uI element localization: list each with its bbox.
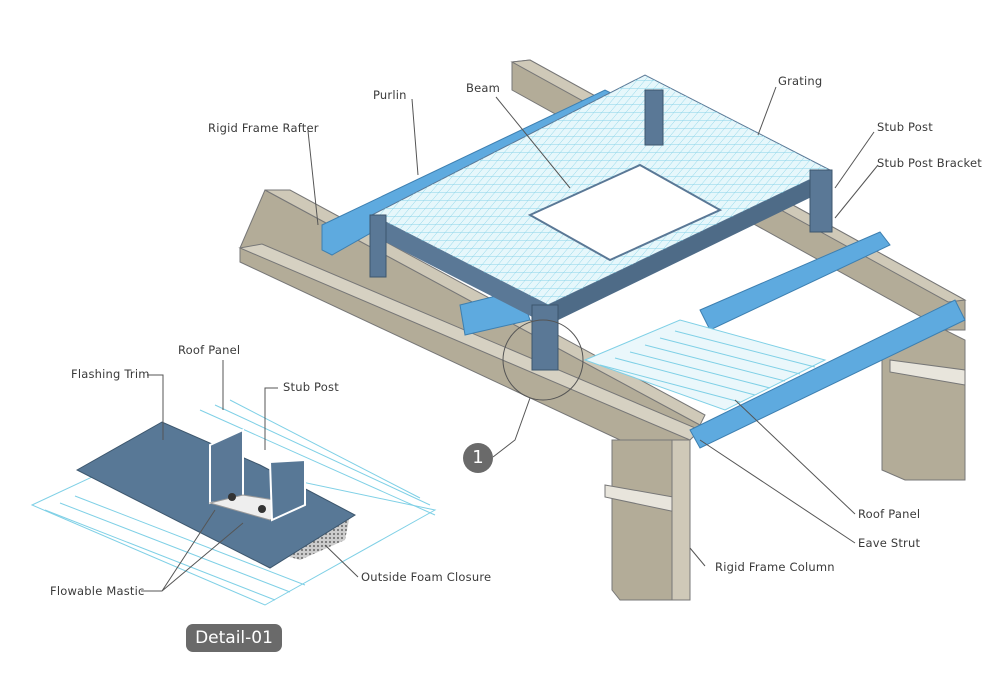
purlin-right xyxy=(699,231,891,331)
detail-stub-post xyxy=(208,428,307,522)
label-eave-strut: Eave Strut xyxy=(858,536,921,550)
label-beam: Beam xyxy=(466,81,501,95)
label-purlin: Purlin xyxy=(373,88,407,102)
callout-number-badge: 1 xyxy=(463,443,493,473)
detail-label-flashing-trim: Flashing Trim xyxy=(71,367,150,381)
label-grating: Grating xyxy=(778,74,823,88)
label-rigid-frame-rafter: Rigid Frame Rafter xyxy=(208,121,319,135)
label-stub-post-bracket: Stub Post Bracket xyxy=(877,156,982,170)
label-roof-panel: Roof Panel xyxy=(858,507,921,521)
detail-label-outside-foam-closure: Outside Foam Closure xyxy=(361,570,492,584)
grating-platform xyxy=(369,74,833,371)
leader-lines xyxy=(141,86,879,592)
detail-callout-circle xyxy=(502,319,584,401)
detail-label-roof-panel: Roof Panel xyxy=(178,343,241,357)
rigid-frame-column xyxy=(604,439,691,601)
label-rigid-frame-column: Rigid Frame Column xyxy=(715,560,835,574)
rigid-frame-column-back xyxy=(881,329,966,481)
detail-label-flowable-mastic: Flowable Mastic xyxy=(50,584,145,598)
label-stub-post: Stub Post xyxy=(877,120,933,134)
detail-label-stub-post: Stub Post xyxy=(283,380,339,394)
eave-strut xyxy=(689,299,966,449)
roof-panel xyxy=(583,319,827,411)
detail-badge: Detail-01 xyxy=(186,624,282,652)
